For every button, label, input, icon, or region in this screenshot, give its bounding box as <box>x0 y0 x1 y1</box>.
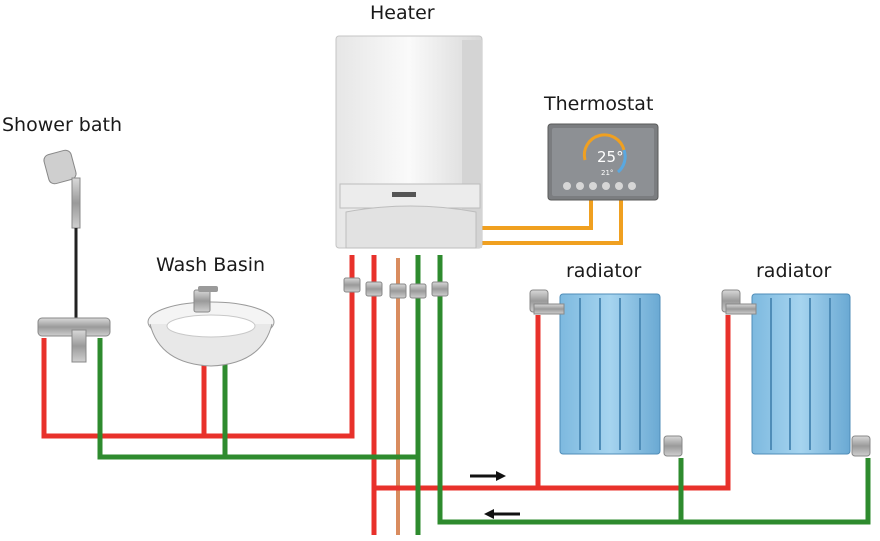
radiator-left-label: radiator <box>566 260 642 282</box>
shower-bath <box>37 149 111 363</box>
thermostat-device: 25° 21° <box>547 123 659 201</box>
thermostat-temperature: 25° <box>597 148 624 166</box>
thermostat-wires <box>470 200 623 245</box>
wash-basin <box>147 286 275 367</box>
heater-valves <box>343 277 449 299</box>
return-pipes <box>97 255 871 535</box>
heater-label: Heater <box>370 2 435 24</box>
shower-label: Shower bath <box>2 114 123 136</box>
heater-boiler <box>335 35 483 249</box>
arrow-right-icon <box>470 471 506 481</box>
radiator-left <box>529 289 683 457</box>
thermostat-label: Thermostat <box>544 93 654 115</box>
arrow-left-icon <box>484 509 520 519</box>
wash-basin-label: Wash Basin <box>156 254 266 276</box>
thermostat-setpoint: 21° <box>601 169 613 177</box>
radiator-right-label: radiator <box>756 260 832 282</box>
hot-supply-pipes <box>41 255 731 535</box>
radiator-right <box>721 289 871 457</box>
